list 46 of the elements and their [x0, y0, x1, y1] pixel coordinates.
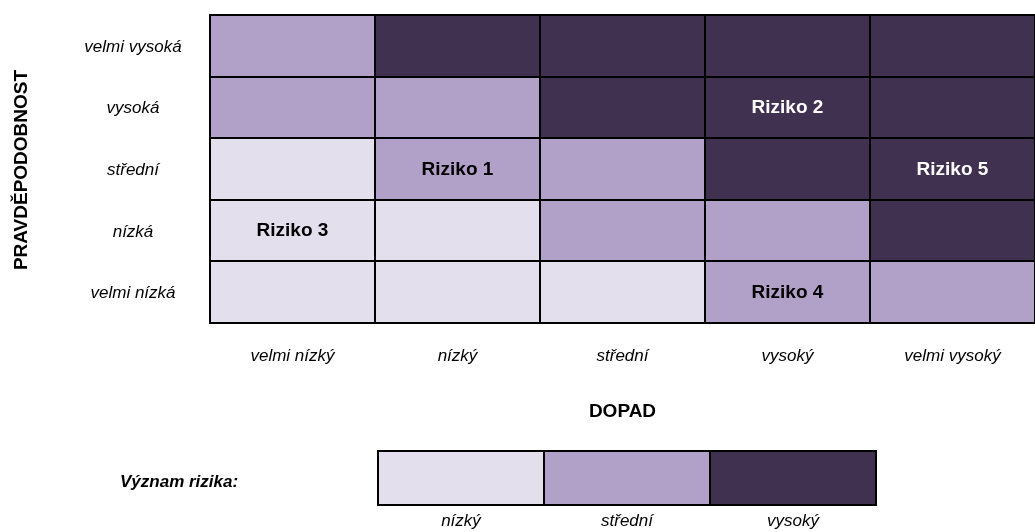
risk-label: Riziko 4 — [751, 279, 824, 304]
axis-title: DOPAD — [587, 399, 658, 423]
legend-title: Význam rizika: — [120, 471, 239, 493]
matrix-cell — [704, 75, 871, 140]
matrix-cell — [374, 260, 541, 324]
matrix-cell — [539, 260, 706, 324]
matrix-cell — [209, 260, 376, 324]
column-label: vysoký — [760, 345, 815, 367]
matrix-cell — [869, 260, 1035, 324]
matrix-cell — [539, 75, 706, 140]
matrix-cell — [374, 198, 541, 263]
matrix-cell — [209, 198, 376, 263]
matrix-cell — [374, 14, 541, 78]
column-label: velmi vysoký — [903, 345, 1003, 367]
matrix-cell — [704, 260, 871, 324]
row-label: velmi vysoká — [83, 35, 183, 58]
matrix-cell — [374, 75, 541, 140]
matrix-cell — [869, 14, 1035, 78]
legend-label: nízký — [440, 510, 483, 532]
matrix-cell — [209, 137, 376, 201]
column-label: nízký — [436, 345, 479, 367]
matrix-cell — [539, 198, 706, 263]
matrix-cell — [539, 137, 706, 201]
row-label: velmi nízká — [89, 282, 177, 305]
axis-title: PRAVDĚPODOBNOST — [8, 69, 32, 271]
matrix-cell — [374, 137, 541, 201]
matrix-cell — [704, 198, 871, 263]
risk-label: Riziko 5 — [916, 156, 989, 181]
matrix-cell — [209, 14, 376, 78]
risk-label: Riziko 1 — [421, 156, 494, 181]
risk-label: Riziko 2 — [751, 95, 824, 120]
matrix-cell — [704, 137, 871, 201]
matrix-cell — [704, 14, 871, 78]
matrix-cell — [869, 75, 1035, 140]
matrix-cell — [869, 137, 1035, 201]
matrix-cell — [209, 75, 376, 140]
column-label: velmi nízký — [249, 345, 336, 367]
row-label: vysoká — [105, 97, 161, 120]
legend-label: střední — [600, 510, 655, 532]
row-label: nízká — [111, 220, 155, 243]
matrix-cell — [539, 14, 706, 78]
row-label: střední — [106, 159, 161, 181]
matrix-cell — [869, 198, 1035, 263]
column-label: střední — [595, 345, 651, 367]
legend-label: vysoký — [766, 510, 821, 532]
risk-label: Riziko 3 — [256, 218, 329, 243]
